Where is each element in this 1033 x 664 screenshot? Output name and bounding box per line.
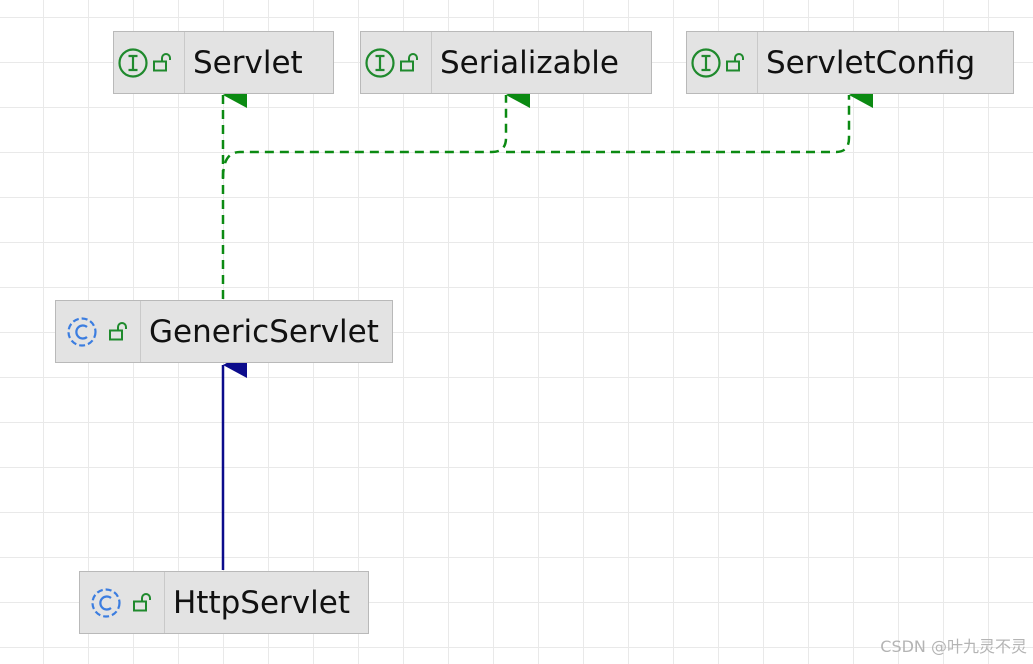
edge-genericservlet-implements-servletconfig <box>506 82 873 154</box>
public-lock-icon <box>152 32 184 93</box>
public-lock-icon <box>132 572 164 633</box>
node-genericservlet[interactable]: GenericServlet <box>55 300 393 363</box>
node-servlet[interactable]: Servlet <box>113 31 334 94</box>
public-lock-icon <box>725 32 757 93</box>
interface-icon <box>361 32 399 93</box>
node-genericservlet-name: GenericServlet <box>140 301 379 362</box>
interface-icon <box>114 32 152 93</box>
node-httpservlet-name: HttpServlet <box>164 572 350 633</box>
node-httpservlet[interactable]: HttpServlet <box>79 571 369 634</box>
node-servletconfig[interactable]: ServletConfig <box>686 31 1014 94</box>
watermark: CSDN @叶九灵不灵 <box>880 637 1027 656</box>
class-icon <box>80 572 132 633</box>
node-servlet-name: Servlet <box>184 32 303 93</box>
interface-icon <box>687 32 725 93</box>
node-serializable-name: Serializable <box>431 32 619 93</box>
public-lock-icon <box>108 301 140 362</box>
class-icon <box>56 301 108 362</box>
node-serializable[interactable]: Serializable <box>360 31 652 94</box>
node-servletconfig-name: ServletConfig <box>757 32 975 93</box>
edge-genericservlet-implements-serializable <box>221 82 530 179</box>
public-lock-icon <box>399 32 431 93</box>
